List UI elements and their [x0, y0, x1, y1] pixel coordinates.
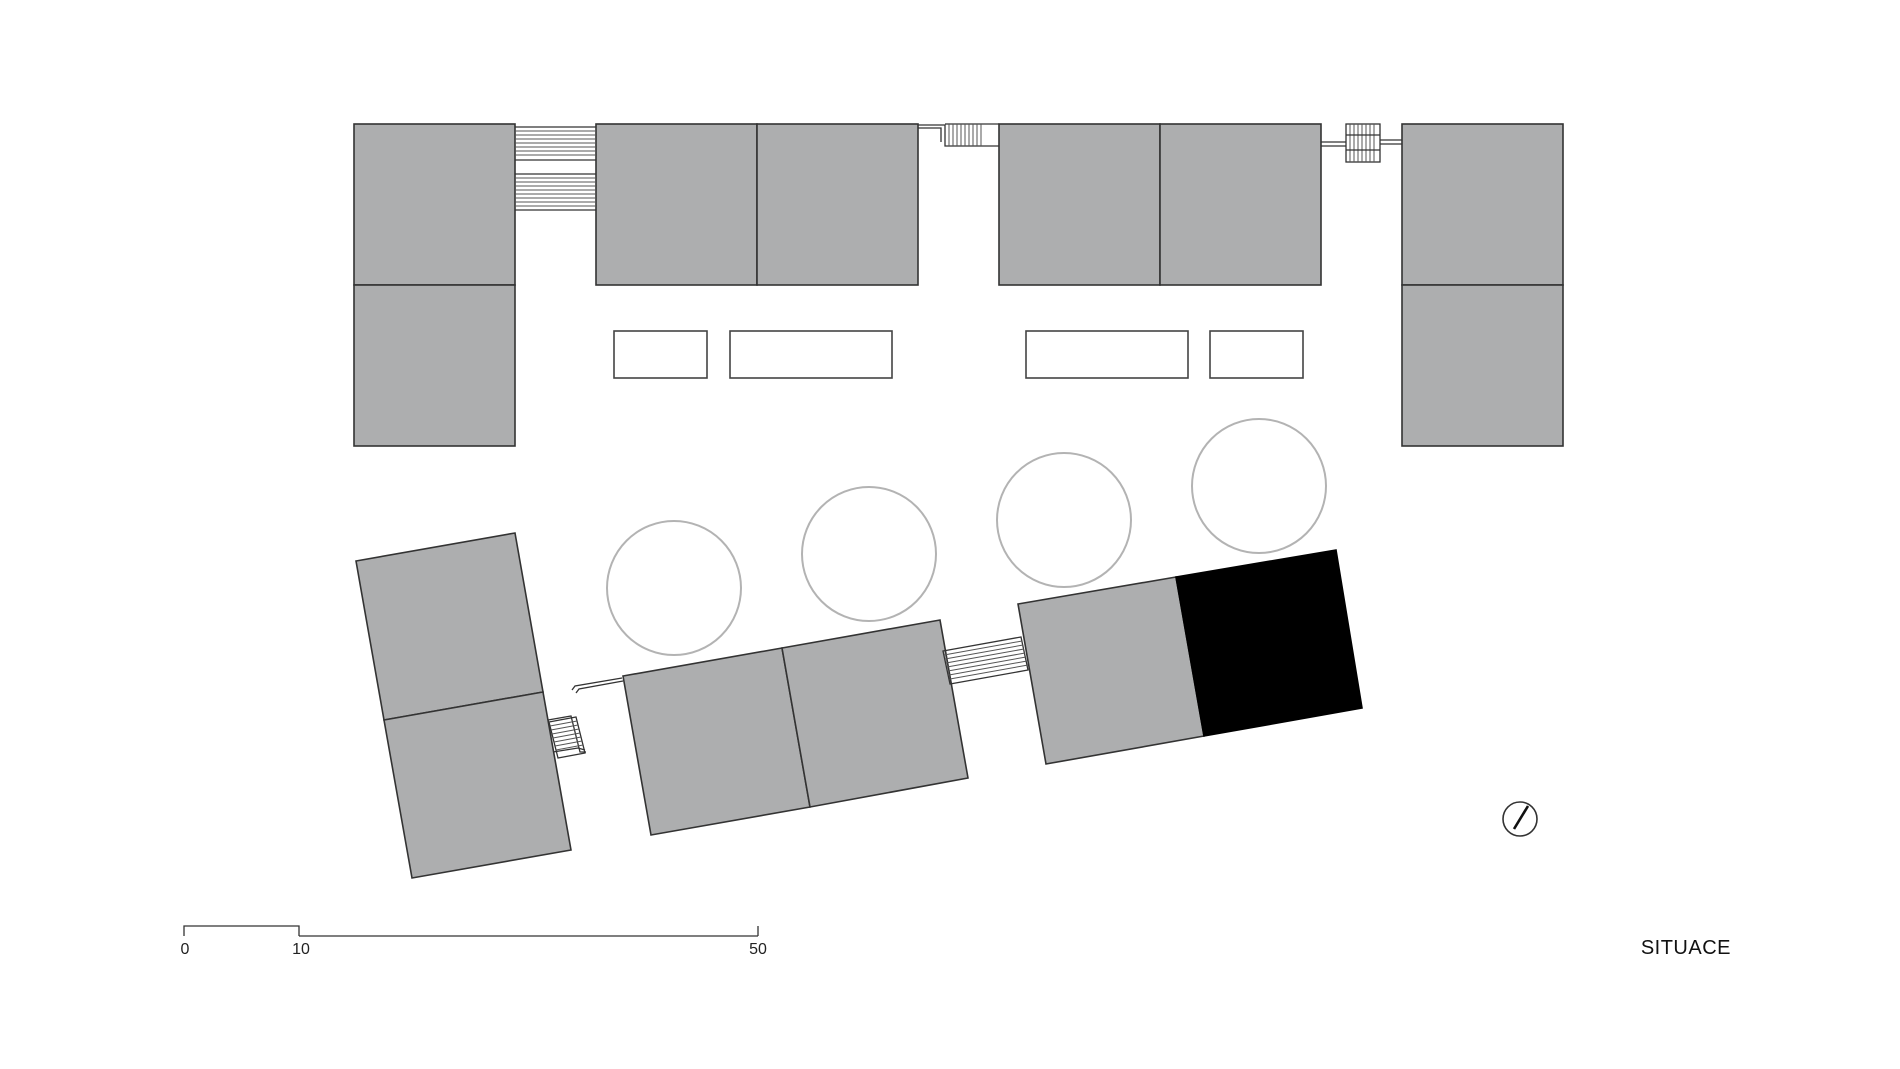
outline-rect	[1209, 330, 1304, 379]
building-block	[1401, 284, 1564, 447]
building-block	[1017, 576, 1205, 765]
building-block	[622, 647, 811, 836]
walkway	[942, 636, 1029, 685]
outline-rect	[729, 330, 893, 379]
scale-bar: 0 10 50	[181, 925, 767, 958]
lower-row	[355, 532, 1363, 879]
plan-title: SITUACE	[1641, 937, 1731, 959]
walkway	[918, 123, 999, 147]
building-block	[355, 532, 544, 721]
building-block	[1159, 123, 1322, 286]
tree-circle	[1191, 418, 1327, 554]
outline-rect	[613, 330, 708, 379]
building-block	[998, 123, 1161, 286]
outline-rect	[1025, 330, 1189, 379]
scale-tick-label: 50	[749, 941, 767, 958]
tree-circle	[606, 520, 742, 656]
walkway	[547, 677, 624, 759]
scale-tick-label: 10	[292, 941, 310, 958]
trees	[606, 418, 1327, 656]
tree-circle	[801, 486, 937, 622]
upper-row	[353, 123, 1564, 447]
building-block	[383, 691, 572, 879]
building-block	[353, 123, 516, 286]
scale-tick-label: 0	[181, 941, 190, 958]
north-arrow-icon	[1502, 801, 1538, 837]
building-block	[353, 284, 516, 447]
tree-circle	[996, 452, 1132, 588]
building-block	[595, 123, 758, 286]
building-block	[1401, 123, 1564, 286]
walkway	[515, 126, 596, 211]
courtyard-outlines	[613, 330, 1304, 379]
building-block	[781, 619, 969, 808]
building-block	[756, 123, 919, 286]
walkway	[1321, 123, 1402, 163]
building-block-highlighted	[1175, 549, 1363, 737]
